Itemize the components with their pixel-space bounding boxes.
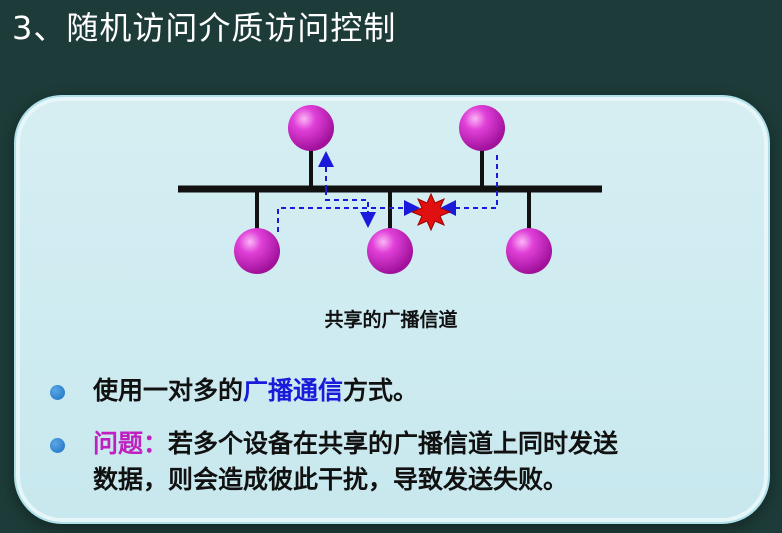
diagram-caption: 共享的广播信道 bbox=[324, 309, 458, 331]
bullet-problem: 问题：若多个设备在共享的广播信道上同时发送 数据，则会造成彼此干扰，导致发送失败… bbox=[50, 426, 743, 498]
slide-title: 3、随机访问介质访问控制 bbox=[12, 9, 397, 47]
signal-path-left bbox=[325, 190, 376, 228]
bullet-broadcast: 使用一对多的广播通信方式。 bbox=[50, 373, 743, 409]
bullet-dot-icon bbox=[50, 438, 65, 453]
network-node bbox=[234, 228, 280, 274]
network-node bbox=[288, 105, 334, 151]
bullet-text: 使用一对多的广播通信方式。 bbox=[93, 373, 743, 409]
bullet-dot-icon bbox=[50, 385, 65, 400]
signal-path-right bbox=[440, 155, 498, 216]
bullet-highlight: 问题： bbox=[93, 429, 169, 458]
bullet-suffix: 方式。 bbox=[343, 376, 419, 405]
network-node bbox=[506, 228, 552, 274]
bullet-line2: 数据，则会造成彼此干扰，导致发送失败。 bbox=[93, 465, 569, 494]
network-node bbox=[367, 228, 413, 274]
bullet-line1: 若多个设备在共享的广播信道上同时发送 bbox=[168, 429, 619, 458]
content-panel bbox=[14, 95, 770, 524]
network-node bbox=[459, 105, 505, 151]
collision-burst-icon bbox=[410, 192, 452, 232]
bullet-prefix: 使用一对多的 bbox=[93, 376, 244, 405]
bullet-text: 问题：若多个设备在共享的广播信道上同时发送 数据，则会造成彼此干扰，导致发送失败… bbox=[93, 426, 743, 498]
bullet-highlight: 广播通信 bbox=[243, 376, 344, 405]
